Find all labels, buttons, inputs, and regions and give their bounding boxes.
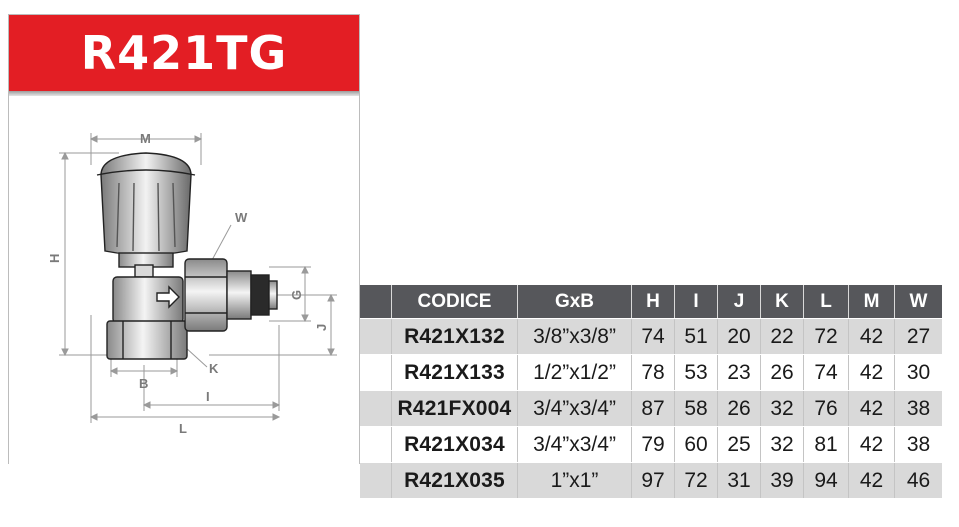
dimensions-table: CODICE GxB H I J K L M W R421X132 3/8”x3… (360, 285, 942, 498)
dim-label-w: W (235, 210, 248, 225)
table-row: R421X132 3/8”x3/8” 74 51 20 22 72 42 27 (360, 318, 942, 354)
header-j: J (718, 285, 761, 318)
cell-l: 94 (804, 463, 849, 498)
cell-m: 42 (849, 391, 895, 426)
cell-k: 26 (761, 355, 804, 390)
model-title: R421TG (80, 26, 288, 80)
cell-gxb: 1/2”x1/2” (518, 355, 632, 390)
model-banner: R421TG (9, 15, 359, 91)
cell-code: R421X035 (392, 463, 518, 498)
header-h: H (632, 285, 675, 318)
table-row: R421FX004 3/4”x3/4” 87 58 26 32 76 42 38 (360, 390, 942, 426)
table-header: CODICE GxB H I J K L M W (360, 285, 942, 318)
cell-gxb: 3/4”x3/4” (518, 427, 632, 462)
cell-j: 20 (718, 319, 761, 354)
cell-code: R421X132 (392, 319, 518, 354)
header-l: L (804, 285, 849, 318)
cell-code: R421FX004 (392, 391, 518, 426)
table-row: R421X035 1”x1” 97 72 31 39 94 42 46 (360, 462, 942, 498)
cell-code: R421X133 (392, 355, 518, 390)
cell-j: 23 (718, 355, 761, 390)
header-m: M (849, 285, 895, 318)
dim-label-g: G (289, 290, 304, 300)
cell-w: 46 (906, 468, 931, 492)
cell-m: 42 (849, 463, 895, 498)
cell-i: 51 (675, 319, 718, 354)
cell-l: 81 (804, 427, 849, 462)
banner-shadow (9, 91, 359, 96)
cell-k: 39 (761, 463, 804, 498)
cell-gxb: 3/4”x3/4” (518, 391, 632, 426)
dim-label-h: H (47, 254, 62, 263)
cell-h: 87 (632, 391, 675, 426)
header-codice: CODICE (392, 285, 518, 318)
cell-h: 79 (632, 427, 675, 462)
row-spacer (360, 427, 392, 462)
cell-w: 27 (906, 324, 931, 348)
header-i: I (675, 285, 718, 318)
cell-k: 32 (761, 391, 804, 426)
header-w: W (909, 290, 928, 312)
header-gxb: GxB (518, 285, 632, 318)
cell-k: 22 (761, 319, 804, 354)
valve-body (96, 152, 278, 360)
dim-label-m: M (140, 131, 151, 146)
row-spacer (360, 319, 392, 354)
cell-i: 53 (675, 355, 718, 390)
dim-label-j: J (314, 324, 329, 331)
table-row: R421X034 3/4”x3/4” 79 60 25 32 81 42 38 (360, 426, 942, 462)
cell-w: 38 (906, 396, 931, 420)
cell-gxb: 3/8”x3/8” (518, 319, 632, 354)
cell-code: R421X034 (392, 427, 518, 462)
dim-label-i: I (206, 389, 210, 404)
cell-i: 72 (675, 463, 718, 498)
dim-label-l: L (179, 421, 187, 436)
header-k: K (761, 285, 804, 318)
cell-m: 42 (849, 355, 895, 390)
dim-label-k: K (209, 361, 219, 376)
row-spacer (360, 463, 392, 498)
cell-m: 42 (849, 319, 895, 354)
cell-h: 97 (632, 463, 675, 498)
header-spacer (360, 285, 392, 318)
cell-j: 25 (718, 427, 761, 462)
dim-label-b: B (139, 376, 148, 391)
cell-k: 32 (761, 427, 804, 462)
cell-gxb: 1”x1” (518, 463, 632, 498)
product-panel: R421TG (8, 14, 360, 464)
cell-w: 30 (906, 360, 931, 384)
cell-j: 31 (718, 463, 761, 498)
cell-l: 74 (804, 355, 849, 390)
cell-l: 76 (804, 391, 849, 426)
cell-i: 58 (675, 391, 718, 426)
cell-i: 60 (675, 427, 718, 462)
valve-technical-drawing: M W H G J K B I L (47, 131, 337, 436)
cell-w: 38 (906, 432, 931, 456)
cell-m: 42 (849, 427, 895, 462)
table-row: R421X133 1/2”x1/2” 78 53 23 26 74 42 30 (360, 354, 942, 390)
cell-h: 78 (632, 355, 675, 390)
cell-h: 74 (632, 319, 675, 354)
dimension-lines (59, 133, 337, 423)
cell-j: 26 (718, 391, 761, 426)
row-spacer (360, 391, 392, 426)
row-spacer (360, 355, 392, 390)
cell-l: 72 (804, 319, 849, 354)
